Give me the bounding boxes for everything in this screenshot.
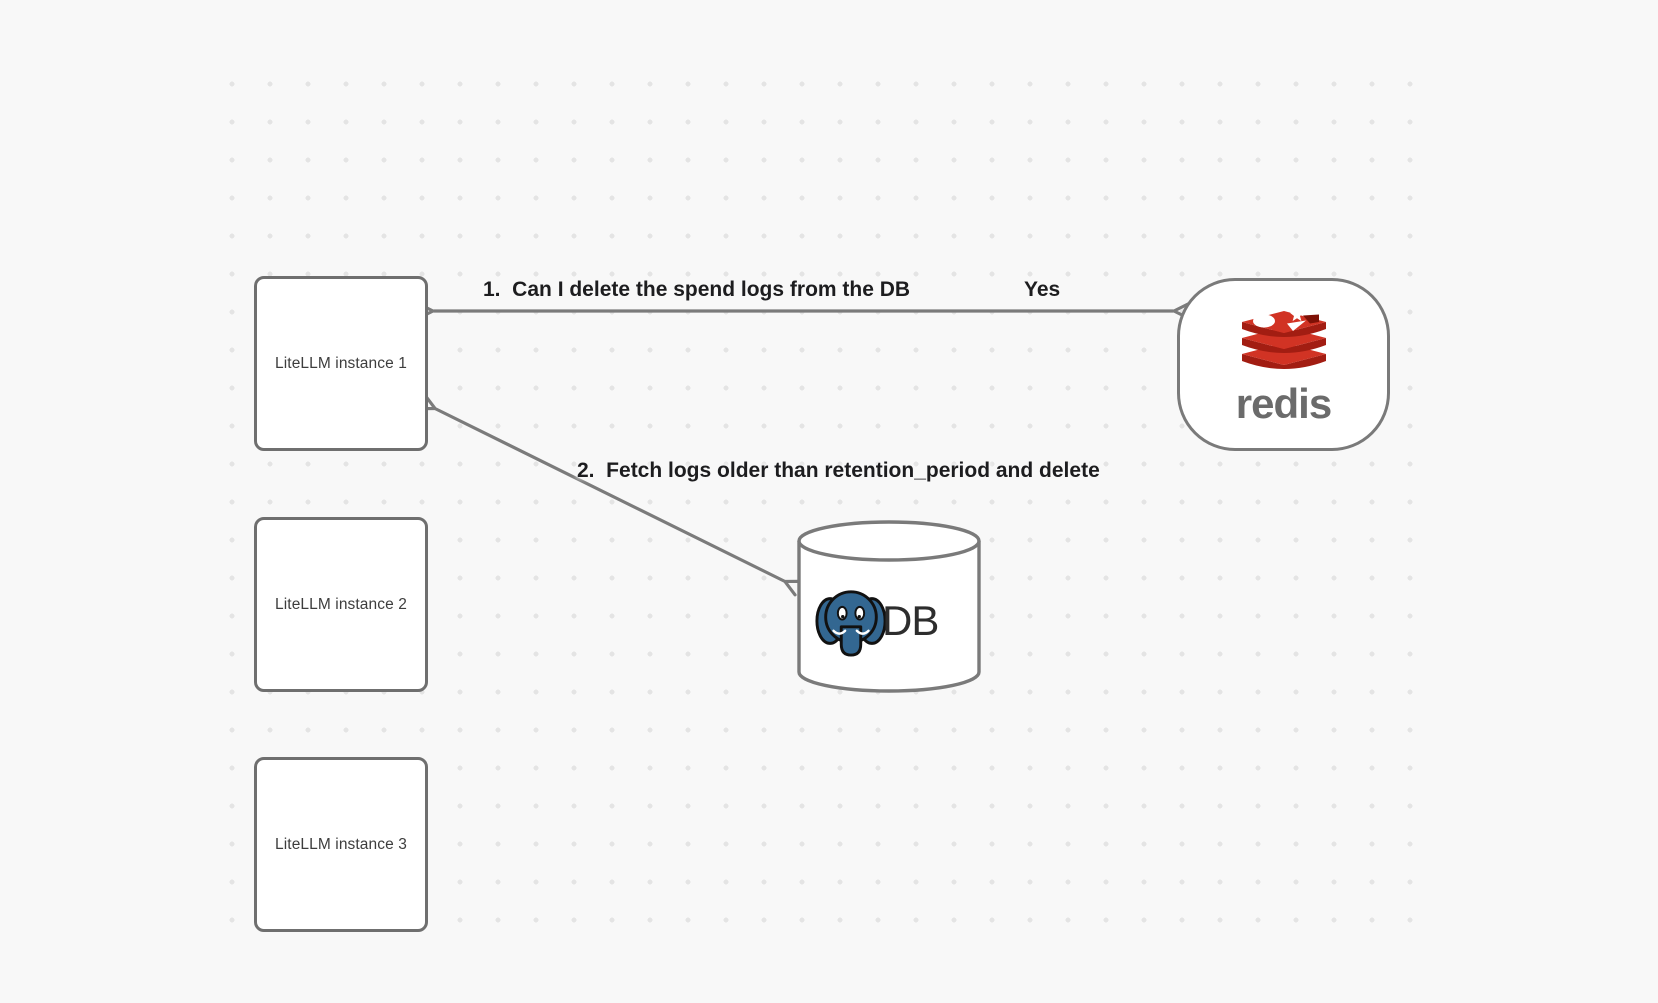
redis-wordmark: redis [1235,380,1332,427]
db-label: DB [882,597,939,644]
litellm-instance-3-box[interactable]: LiteLLM instance 3 [254,757,428,932]
edge1-answer-label: Yes [1024,278,1061,301]
litellm-instance-2-label: LiteLLM instance 2 [275,595,407,613]
redis-stack-logo-icon [1241,307,1326,369]
litellm-instance-1-label: LiteLLM instance 1 [275,354,407,372]
edge2-label: 2. Fetch logs older than retention_perio… [577,459,1100,482]
edge1-question-label: 1. Can I delete the spend logs from the … [483,278,911,301]
litellm-instance-3-label: LiteLLM instance 3 [275,835,407,853]
litellm-instance-1-box[interactable]: LiteLLM instance 1 [254,276,428,451]
redis-node[interactable]: redis [1177,278,1390,451]
postgres-elephant-icon [815,590,887,657]
litellm-instance-2-box[interactable]: LiteLLM instance 2 [254,517,428,692]
